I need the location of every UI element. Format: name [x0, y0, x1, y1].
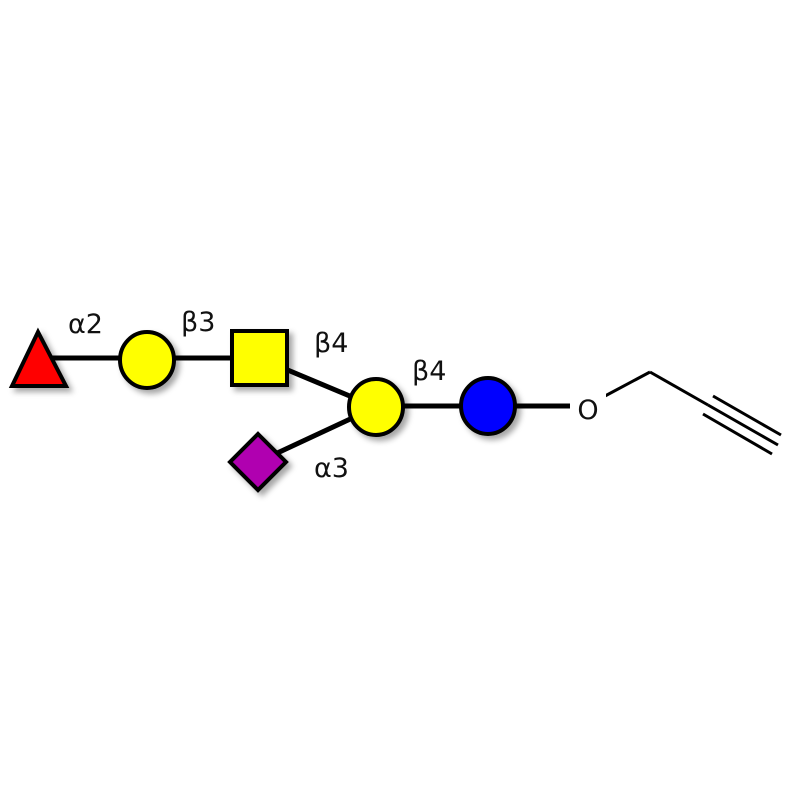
propargyl-group: [604, 370, 782, 456]
galnac-square-icon: [230, 329, 289, 387]
triple-bond-upper: [712, 394, 782, 437]
glucose-circle-icon: [459, 376, 517, 436]
o-background: [570, 388, 606, 428]
linkage-label: α2: [68, 309, 103, 340]
triple-bond-lower: [702, 412, 773, 456]
linkage-label: β4: [314, 328, 348, 359]
linkage-label: α3: [314, 453, 349, 484]
sialic-acid-diamond-icon: [227, 431, 289, 493]
fucose-triangle-icon: [8, 327, 70, 388]
bond-o-ch2: [604, 370, 651, 398]
bond-ch2-c: [649, 370, 709, 407]
linkage-label: β4: [412, 356, 446, 387]
linkage-label: β3: [181, 307, 215, 338]
oxygen-label: O: [577, 395, 598, 426]
galactose-circle-icon: [118, 330, 176, 390]
galactose-circle-icon: [347, 377, 405, 437]
triple-bond-center: [707, 403, 779, 447]
